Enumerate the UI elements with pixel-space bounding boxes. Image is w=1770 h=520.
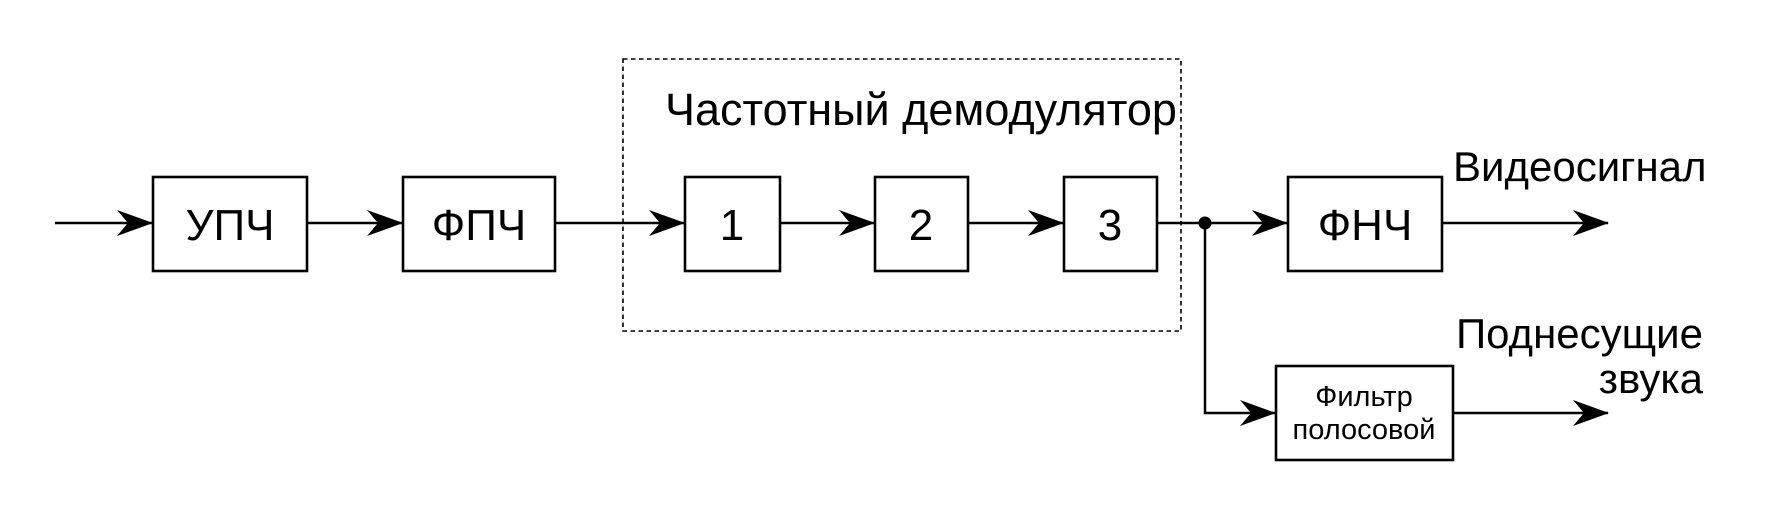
block-stage3-label: 3 [1098, 201, 1122, 250]
sound-output-label-line1: Поднесущие [1456, 310, 1703, 357]
branch-to-bandpass-arrow [1203, 223, 1276, 426]
block-bandpass-filter: Фильтр полосовой [1274, 364, 1455, 462]
block-upch: УПЧ [151, 175, 309, 273]
block-bandpass-filter-label-line2: полосовой [1293, 414, 1436, 446]
block-stage2-label: 2 [909, 201, 933, 250]
block-fnch-label: ФНЧ [1318, 201, 1413, 250]
block-bandpass-filter-box [1274, 364, 1455, 462]
junction-dot [1198, 216, 1212, 230]
block-stage1: 1 [683, 175, 782, 273]
block-stage1-box [683, 175, 782, 273]
demodulator-group-box [622, 58, 1182, 332]
block-fpch-label: ФПЧ [432, 201, 526, 250]
demodulator-group-title: Частотный демодулятор [665, 84, 1177, 135]
block-stage2-box [873, 175, 970, 273]
block-stage2: 2 [873, 175, 970, 273]
block-stage1-label: 1 [720, 201, 744, 250]
video-output-label: Видеосигнал [1453, 143, 1707, 190]
block-bandpass-filter-label-line1: Фильтр [1315, 381, 1412, 413]
sound-output-label-line2: звука [1599, 355, 1704, 402]
block-upch-label: УПЧ [186, 201, 275, 250]
block-stage3: 3 [1062, 175, 1159, 273]
block-upch-box [151, 175, 309, 273]
block-fnch-box [1286, 175, 1444, 273]
block-fpch-box [401, 175, 557, 273]
block-stage3-box [1062, 175, 1159, 273]
block-fnch: ФНЧ [1286, 175, 1444, 273]
block-fpch: ФПЧ [401, 175, 557, 273]
